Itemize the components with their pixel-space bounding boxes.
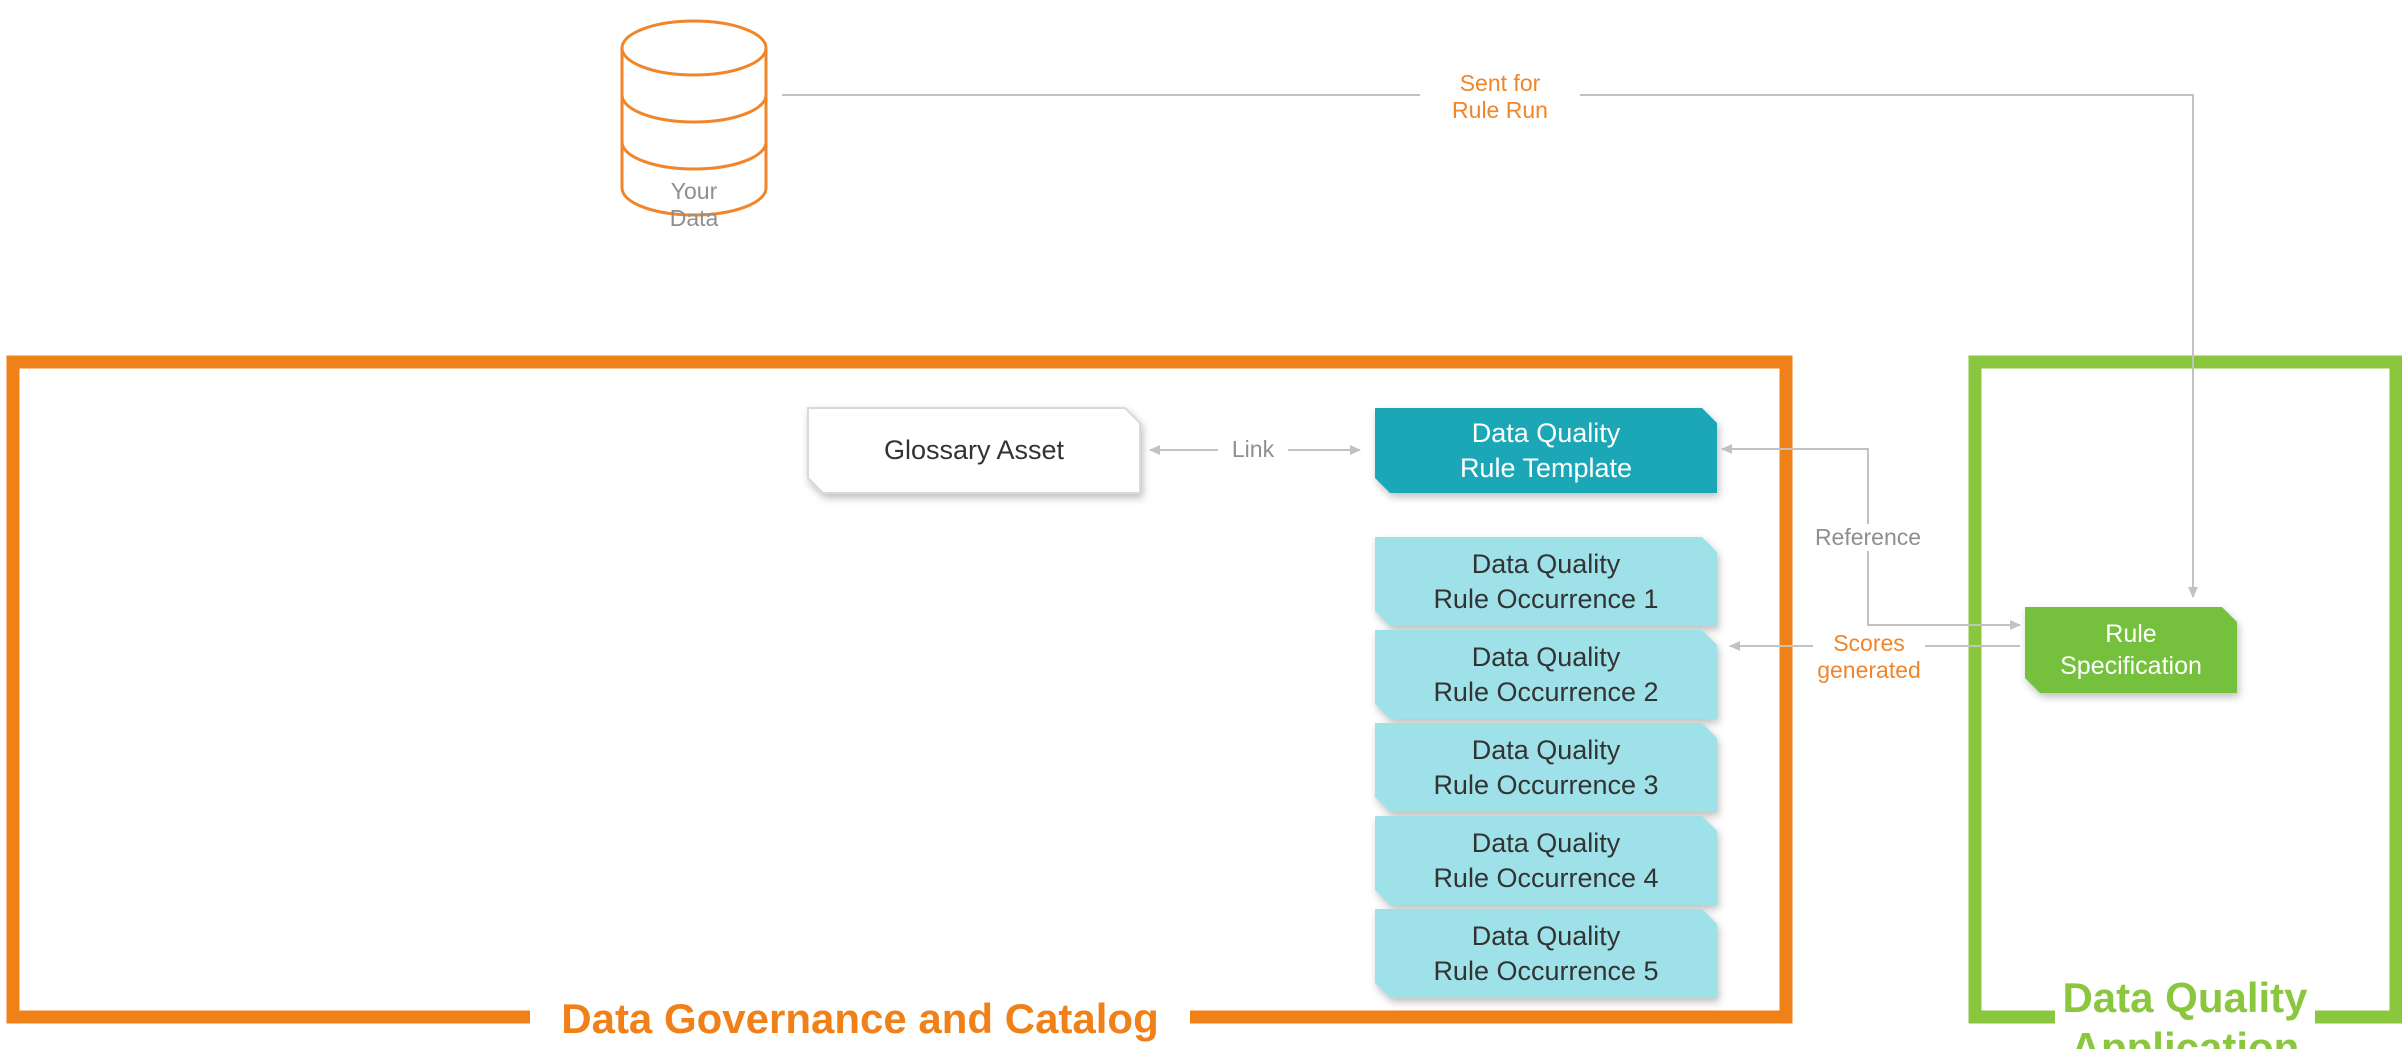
rule-occurrence-label-1: Data Quality Rule Occurrence 1: [1433, 548, 1659, 614]
rule-occurrence-box-1: [1375, 537, 1717, 626]
rule-occurrence-label-2: Data Quality Rule Occurrence 2: [1433, 641, 1659, 707]
rule-occurrence-label-4: Data Quality Rule Occurrence 4: [1433, 827, 1659, 893]
glossary-asset-box: [807, 407, 1141, 494]
rule-occurrence-box-5: [1375, 909, 1717, 998]
reference-label: Reference: [1808, 524, 1928, 551]
rule-occurrence-label-5: Data Quality Rule Occurrence 5: [1433, 920, 1659, 986]
rule-occurrence-box-2: [1375, 630, 1717, 719]
sent-for-rule-run-connector: [782, 94, 2198, 598]
governance-title: Data Governance and Catalog: [530, 994, 1190, 1044]
rule-occurrences: [1375, 537, 1717, 998]
sent-for-rule-run-label: Sent for Rule Run: [1420, 70, 1580, 124]
glossary-asset-label: Glossary Asset: [883, 435, 1065, 465]
rule-occurrence-box-4: [1375, 816, 1717, 905]
your-data-label: Your Data: [669, 178, 719, 231]
rule-occurrence-label-3: Data Quality Rule Occurrence 3: [1433, 734, 1659, 800]
rule-template-label: Data Quality Rule Template: [1459, 417, 1633, 483]
application-title: Data Quality Application: [2055, 973, 2315, 1049]
database-icon: [620, 19, 768, 217]
rule-template-box: [1375, 408, 1717, 493]
link-label: Link: [1218, 436, 1288, 463]
rule-occurrence-box-3: [1375, 723, 1717, 812]
rule-specification-box: [2025, 607, 2237, 693]
scores-generated-label: Scores generated: [1813, 630, 1925, 684]
rule-specification-label: Rule Specification: [2060, 620, 2202, 680]
